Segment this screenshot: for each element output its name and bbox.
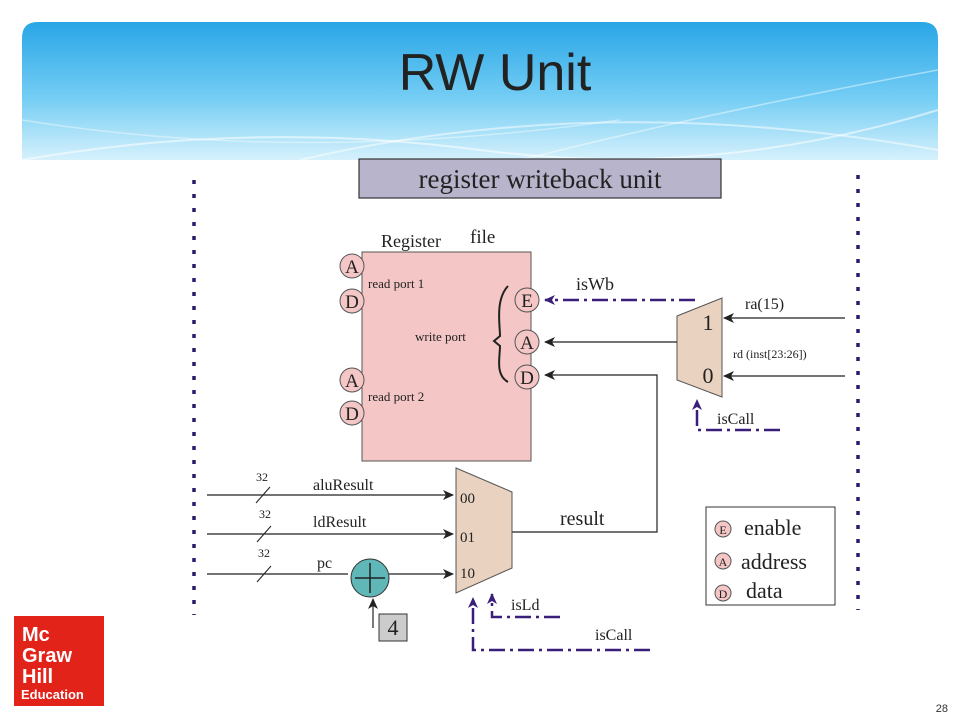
title-banner <box>21 22 939 161</box>
isCall-bottom-line <box>468 597 650 652</box>
svg-text:data: data <box>746 578 783 603</box>
register-file-title-1: Register <box>381 231 441 251</box>
address-mux-in0: 0 <box>703 363 714 388</box>
port-read1-address: A <box>339 253 365 279</box>
legend-address: A address <box>714 549 807 574</box>
isLd-label: isLd <box>511 597 539 614</box>
svg-text:A: A <box>719 555 728 569</box>
isLd-line <box>487 593 560 619</box>
svg-text:E: E <box>521 291 533 312</box>
svg-text:Mc: Mc <box>22 624 50 646</box>
legend-enable: E enable <box>714 515 801 540</box>
result-mux-in01: 01 <box>460 530 475 546</box>
port-read1-data: D <box>339 288 365 314</box>
pc-width-tick <box>256 565 272 583</box>
aluResult-width-tick <box>255 486 271 504</box>
const-4-box <box>378 613 408 642</box>
svg-text:A: A <box>345 371 359 392</box>
register-file-title-2: file <box>470 227 495 248</box>
svg-text:A: A <box>520 333 534 354</box>
aluResult-label: aluResult <box>313 477 374 494</box>
svg-text:D: D <box>345 292 359 313</box>
const-4: 4 <box>388 615 399 640</box>
read-port-1-label: read port 1 <box>368 276 424 291</box>
ra-label: ra(15) <box>745 296 784 313</box>
isCall-top-line <box>692 399 780 432</box>
svg-text:E: E <box>719 523 726 537</box>
result-mux-in00: 00 <box>460 491 475 507</box>
svg-text:enable: enable <box>744 515 801 540</box>
svg-text:Hill: Hill <box>22 666 53 688</box>
mcgraw-hill-logo: Mc Graw Hill Education <box>14 616 104 706</box>
svg-text:address: address <box>741 549 807 574</box>
address-mux-in1: 1 <box>703 310 714 335</box>
write-port-brace <box>492 285 509 383</box>
ldResult-label: ldResult <box>313 514 367 531</box>
page-number: 28 <box>936 703 948 715</box>
ldResult-width: 32 <box>259 507 271 521</box>
pc-width: 32 <box>258 546 270 560</box>
svg-text:Education: Education <box>21 687 84 702</box>
isCall-top-label: isCall <box>717 411 755 428</box>
read-port-2-label: read port 2 <box>368 389 424 404</box>
svg-text:D: D <box>345 404 359 425</box>
write-port-label: write port <box>415 329 466 344</box>
result-mux <box>455 467 513 594</box>
result-mux-in10: 10 <box>460 566 475 582</box>
svg-text:Graw: Graw <box>22 645 72 667</box>
slide-title: RW Unit <box>399 44 592 102</box>
register-file-box <box>361 251 532 462</box>
port-write-address: A <box>514 329 540 355</box>
adder <box>350 558 390 598</box>
isCall-bottom-label: isCall <box>595 627 633 644</box>
unit-header-box <box>358 158 722 199</box>
port-write-enable: E <box>514 287 540 313</box>
svg-text:D: D <box>520 368 534 389</box>
result-line <box>512 370 658 533</box>
svg-text:A: A <box>345 257 359 278</box>
address-mux <box>676 297 723 398</box>
unit-header: register writeback unit <box>419 164 662 194</box>
legend-data: D data <box>714 578 783 603</box>
pc-label: pc <box>317 555 332 572</box>
port-write-data: D <box>514 364 540 390</box>
aluResult-width: 32 <box>256 470 268 484</box>
svg-text:D: D <box>719 587 728 601</box>
result-label: result <box>560 508 605 530</box>
isWb-label: isWb <box>576 274 614 294</box>
ldResult-width-tick <box>256 525 272 543</box>
rd-label: rd (inst[23:26]) <box>733 347 807 361</box>
port-read2-address: A <box>339 367 365 393</box>
port-read2-data: D <box>339 400 365 426</box>
